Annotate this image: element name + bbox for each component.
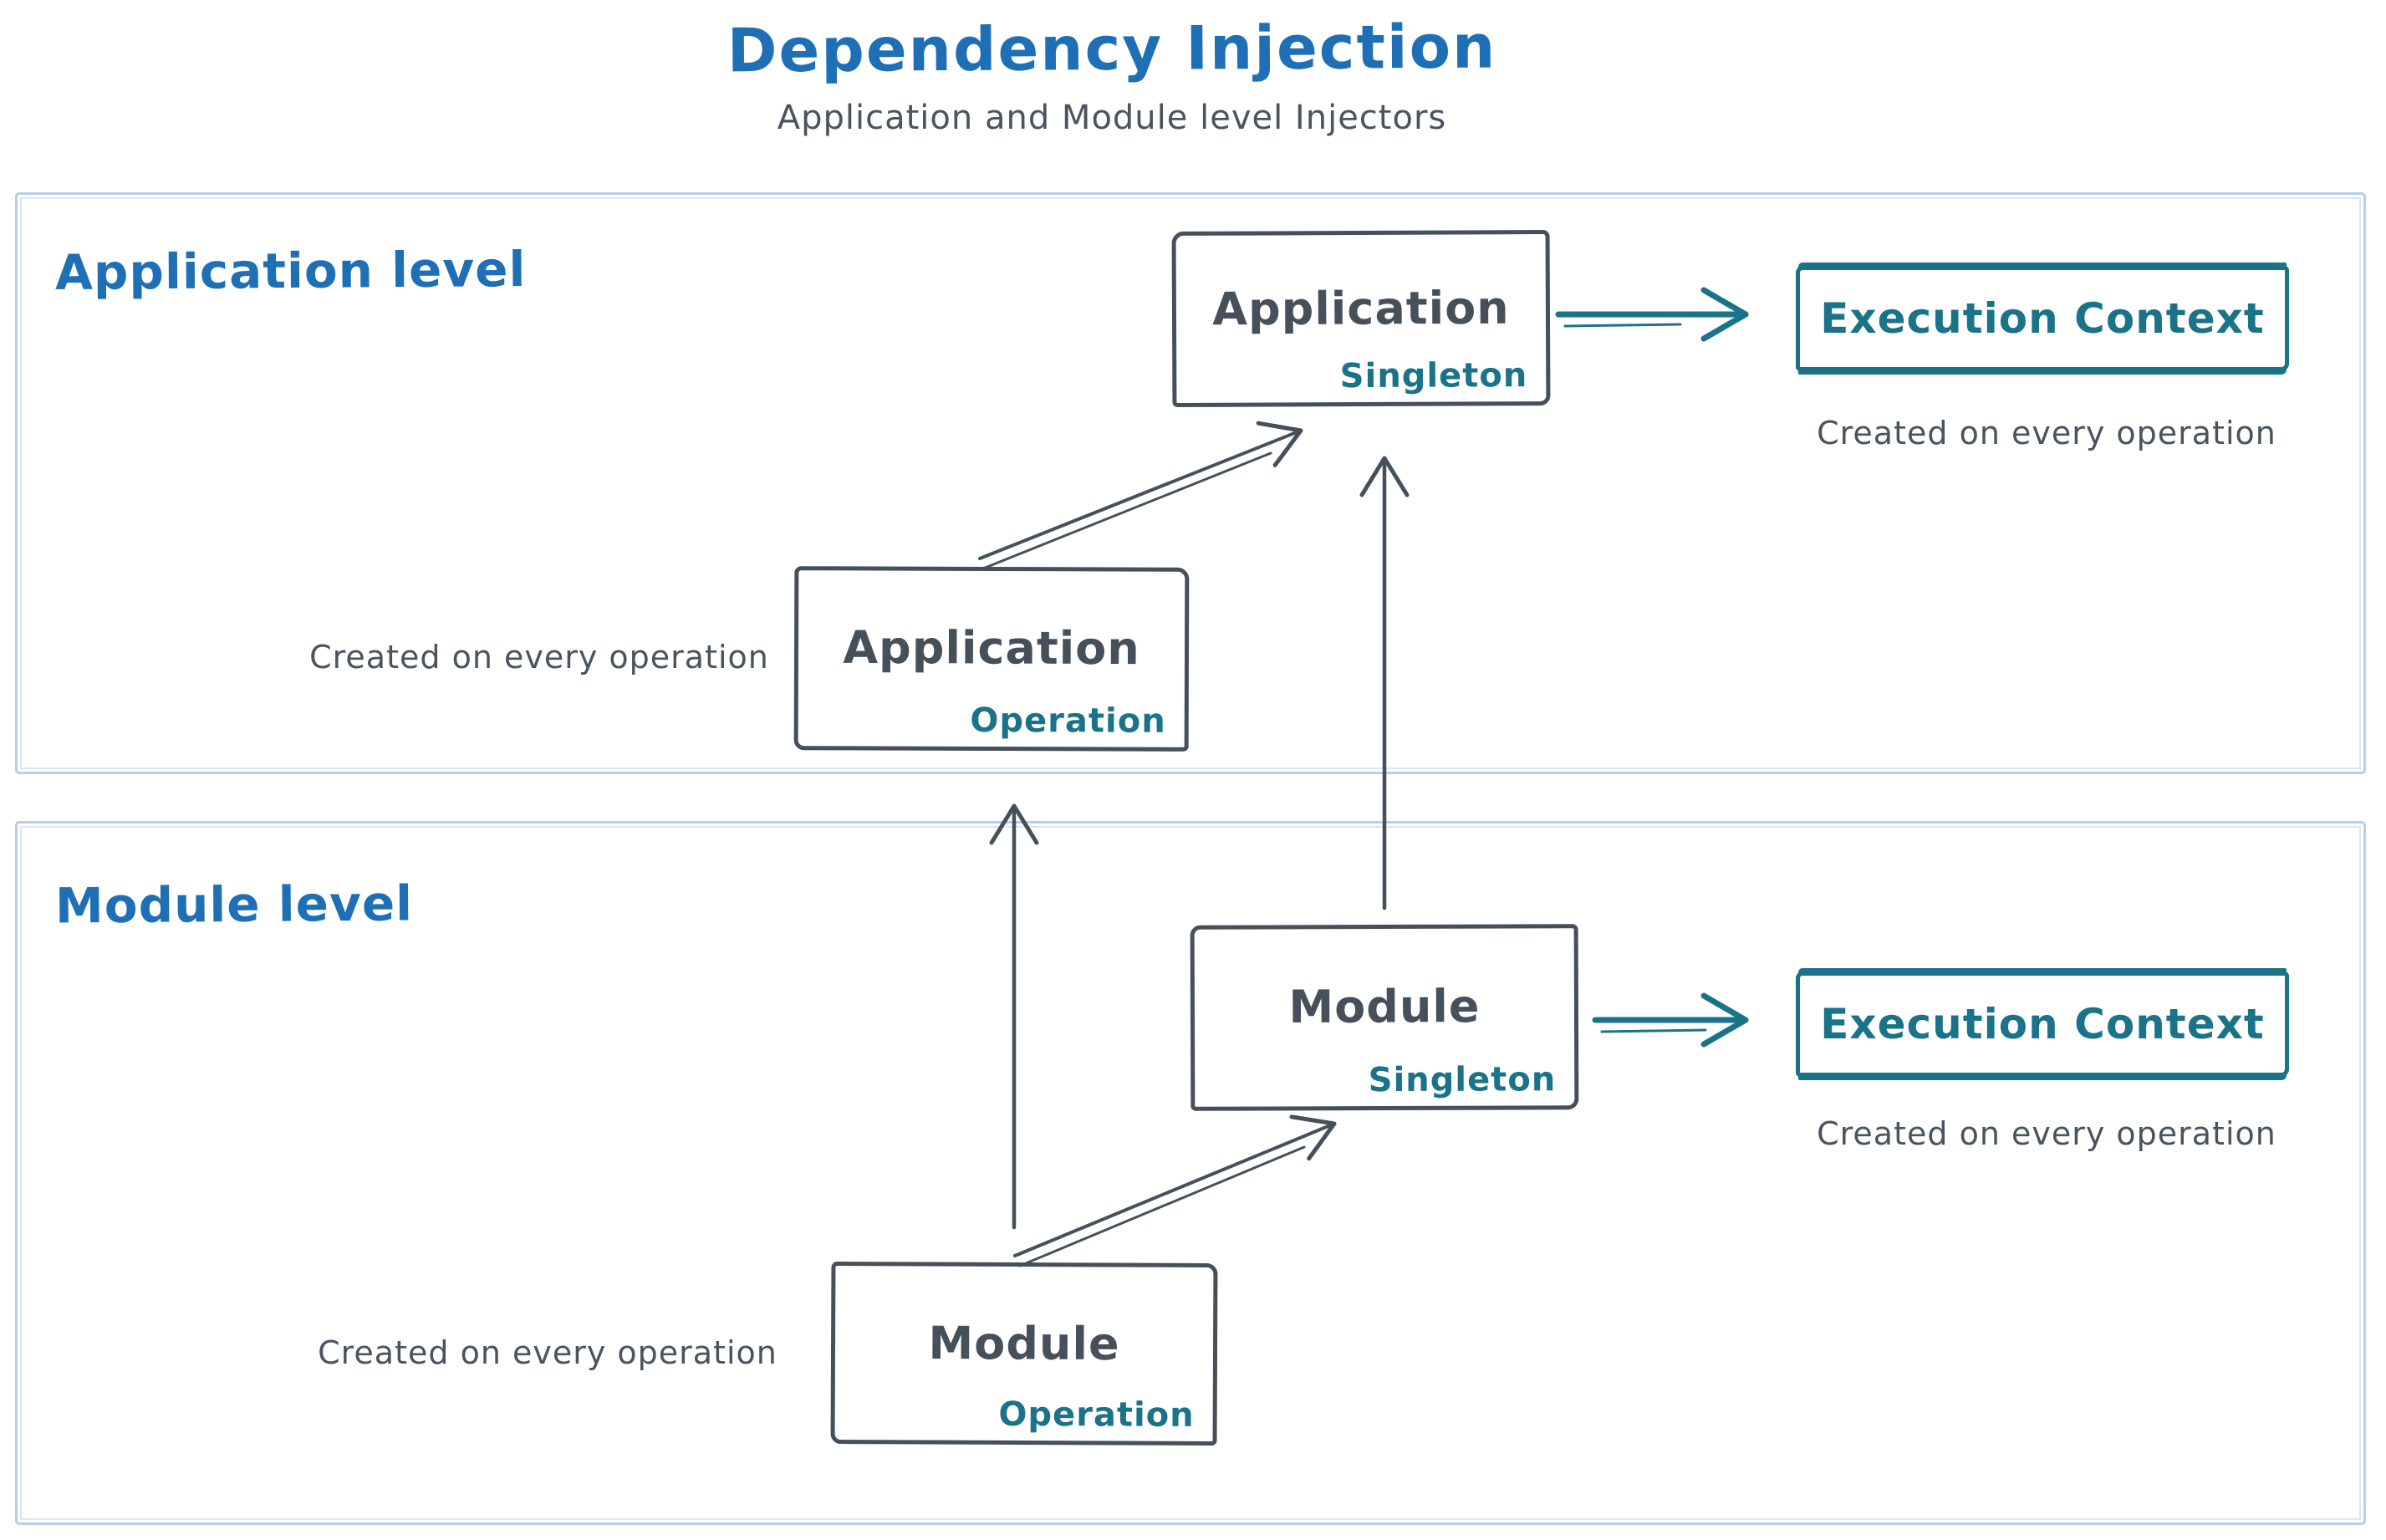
application-operation-box: Application Operation bbox=[793, 566, 1190, 752]
application-execution-note: Created on every operation bbox=[1817, 415, 2276, 451]
module-singleton-title: Module bbox=[1288, 980, 1481, 1034]
execution-context-application-title: Execution Context bbox=[1820, 294, 2265, 343]
module-operation-note: Created on every operation bbox=[318, 1334, 777, 1371]
application-operation-title: Application bbox=[843, 621, 1140, 676]
page-title: Dependency Injection bbox=[727, 11, 1497, 86]
application-level-section-frame bbox=[15, 192, 2366, 774]
application-singleton-box: Application Singleton bbox=[1171, 230, 1551, 407]
application-operation-note: Created on every operation bbox=[309, 639, 769, 676]
module-operation-box: Module Operation bbox=[830, 1261, 1218, 1446]
module-singleton-scope-badge: Singleton bbox=[1368, 1060, 1557, 1100]
execution-context-module-title: Execution Context bbox=[1820, 1000, 2265, 1048]
module-execution-note: Created on every operation bbox=[1817, 1115, 2276, 1152]
application-singleton-title: Application bbox=[1212, 281, 1510, 336]
module-level-label: Module level bbox=[54, 875, 414, 935]
module-operation-scope-badge: Operation bbox=[998, 1395, 1195, 1435]
application-singleton-scope-badge: Singleton bbox=[1339, 356, 1528, 396]
application-operation-scope-badge: Operation bbox=[970, 701, 1166, 741]
module-level-section-frame bbox=[15, 821, 2366, 1525]
module-singleton-box: Module Singleton bbox=[1190, 924, 1579, 1111]
execution-context-application-box: Execution Context bbox=[1796, 266, 2289, 371]
execution-context-module-box: Execution Context bbox=[1796, 971, 2289, 1077]
page-subtitle: Application and Module level Injectors bbox=[777, 99, 1447, 137]
module-operation-title: Module bbox=[928, 1316, 1120, 1370]
application-level-label: Application level bbox=[54, 241, 527, 301]
diagram-header: Dependency Injection Application and Mod… bbox=[359, 12, 1864, 137]
